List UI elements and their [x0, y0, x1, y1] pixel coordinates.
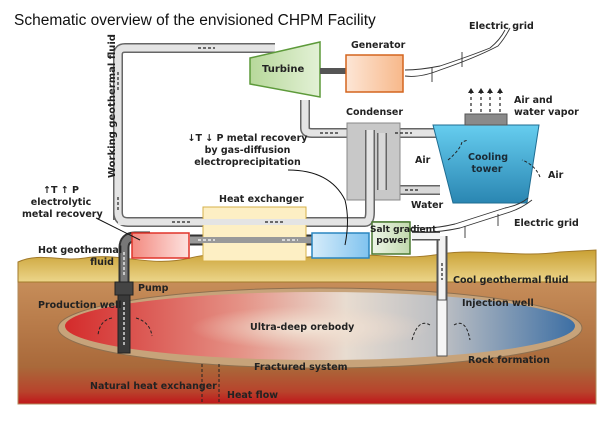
electrolytic-line2: electrolytic: [30, 197, 92, 208]
natural-heat-exchanger-label: Natural heat exchanger: [90, 381, 217, 392]
turbine-shape: [249, 41, 321, 98]
cool-fluid-label: Cool geothermal fluid: [453, 275, 569, 286]
water-label: Water: [411, 200, 444, 211]
salt-gradient-label-line2: power: [376, 236, 408, 246]
gas-diffusion-leader: [287, 169, 348, 246]
flow-arrows: [123, 239, 298, 345]
cooling-tower-label-line1: Cooling: [468, 152, 509, 163]
electrolytic-line3: metal recovery: [22, 209, 103, 220]
hot-fluid-line1: Hot geothermal: [38, 245, 123, 256]
tower-fan: [464, 113, 508, 126]
cooling-tower-label-line2: tower: [471, 164, 503, 175]
gas-diffusion-line3: electroprecipitation: [194, 157, 301, 168]
gas-diffusion-line1: ↓T ↓ P metal recovery: [187, 133, 308, 144]
orebody-core: [190, 306, 430, 350]
air-in-right-arrow: [521, 159, 541, 178]
fractured-system-label: Fractured system: [254, 362, 348, 373]
hot-fluid-label: Hot geothermal fluid: [38, 245, 123, 269]
injection-well-label: Injection well: [462, 298, 534, 309]
vapor-arrowheads: [468, 88, 503, 93]
generator-label: Generator: [351, 40, 406, 51]
gas-diffusion-line2: by gas-diffusion: [204, 145, 291, 156]
diagram-title: Schematic overview of the envisioned CHP…: [14, 12, 376, 29]
gas-diffusion-label: ↓T ↓ P metal recovery by gas-diffusion e…: [185, 133, 310, 169]
cooling-tower-label: Cooling tower: [468, 152, 509, 176]
heat-flow-label: Heat flow: [227, 390, 278, 401]
electrolytic-recovery-box: [131, 232, 190, 259]
working-fluid-label: Working geothermal fluid: [107, 34, 118, 178]
salt-gradient-label: Salt gradient power: [370, 225, 437, 247]
condenser-label: Condenser: [346, 107, 404, 118]
air-water-vapor-line2: water vapor: [514, 107, 579, 118]
heat-exchanger-label: Heat exchanger: [219, 194, 304, 205]
fracture-flow: [97, 317, 471, 341]
gas-diffusion-box: [311, 232, 370, 259]
electric-grid-right-label: Electric grid: [514, 218, 579, 229]
turbine-label: Turbine: [262, 64, 305, 75]
orebody-label: Ultra-deep orebody: [250, 322, 355, 333]
electric-grid-top-label: Electric grid: [469, 21, 534, 32]
working-flow-arrows: [117, 47, 443, 280]
salt-gradient-label-line1: Salt gradient: [370, 225, 437, 235]
air-water-vapor-label: Air and water vapor: [514, 95, 579, 119]
hot-fluid-line2: fluid: [90, 257, 114, 268]
generator-box: [345, 54, 404, 93]
pump-box: [114, 281, 134, 296]
production-well-label: Production well: [38, 300, 122, 311]
air-water-vapor-line1: Air and: [514, 95, 553, 106]
electrolytic-leader: [95, 217, 141, 241]
pump-label: Pump: [138, 283, 169, 294]
heat-flow-arrows: [201, 362, 220, 402]
electrolytic-label: ↑T ↑ P electrolytic metal recovery: [22, 185, 103, 221]
shaft: [320, 68, 346, 74]
injection-well: [436, 299, 448, 357]
vapor-arrows: [470, 92, 501, 112]
power-lines: [404, 27, 533, 238]
air-left-label: Air: [415, 155, 431, 166]
electrolytic-line1: ↑T ↑ P: [43, 185, 79, 196]
rock-formation-label: Rock formation: [468, 355, 550, 366]
air-right-label: Air: [548, 170, 564, 181]
heat-exchanger-box: [202, 206, 307, 262]
